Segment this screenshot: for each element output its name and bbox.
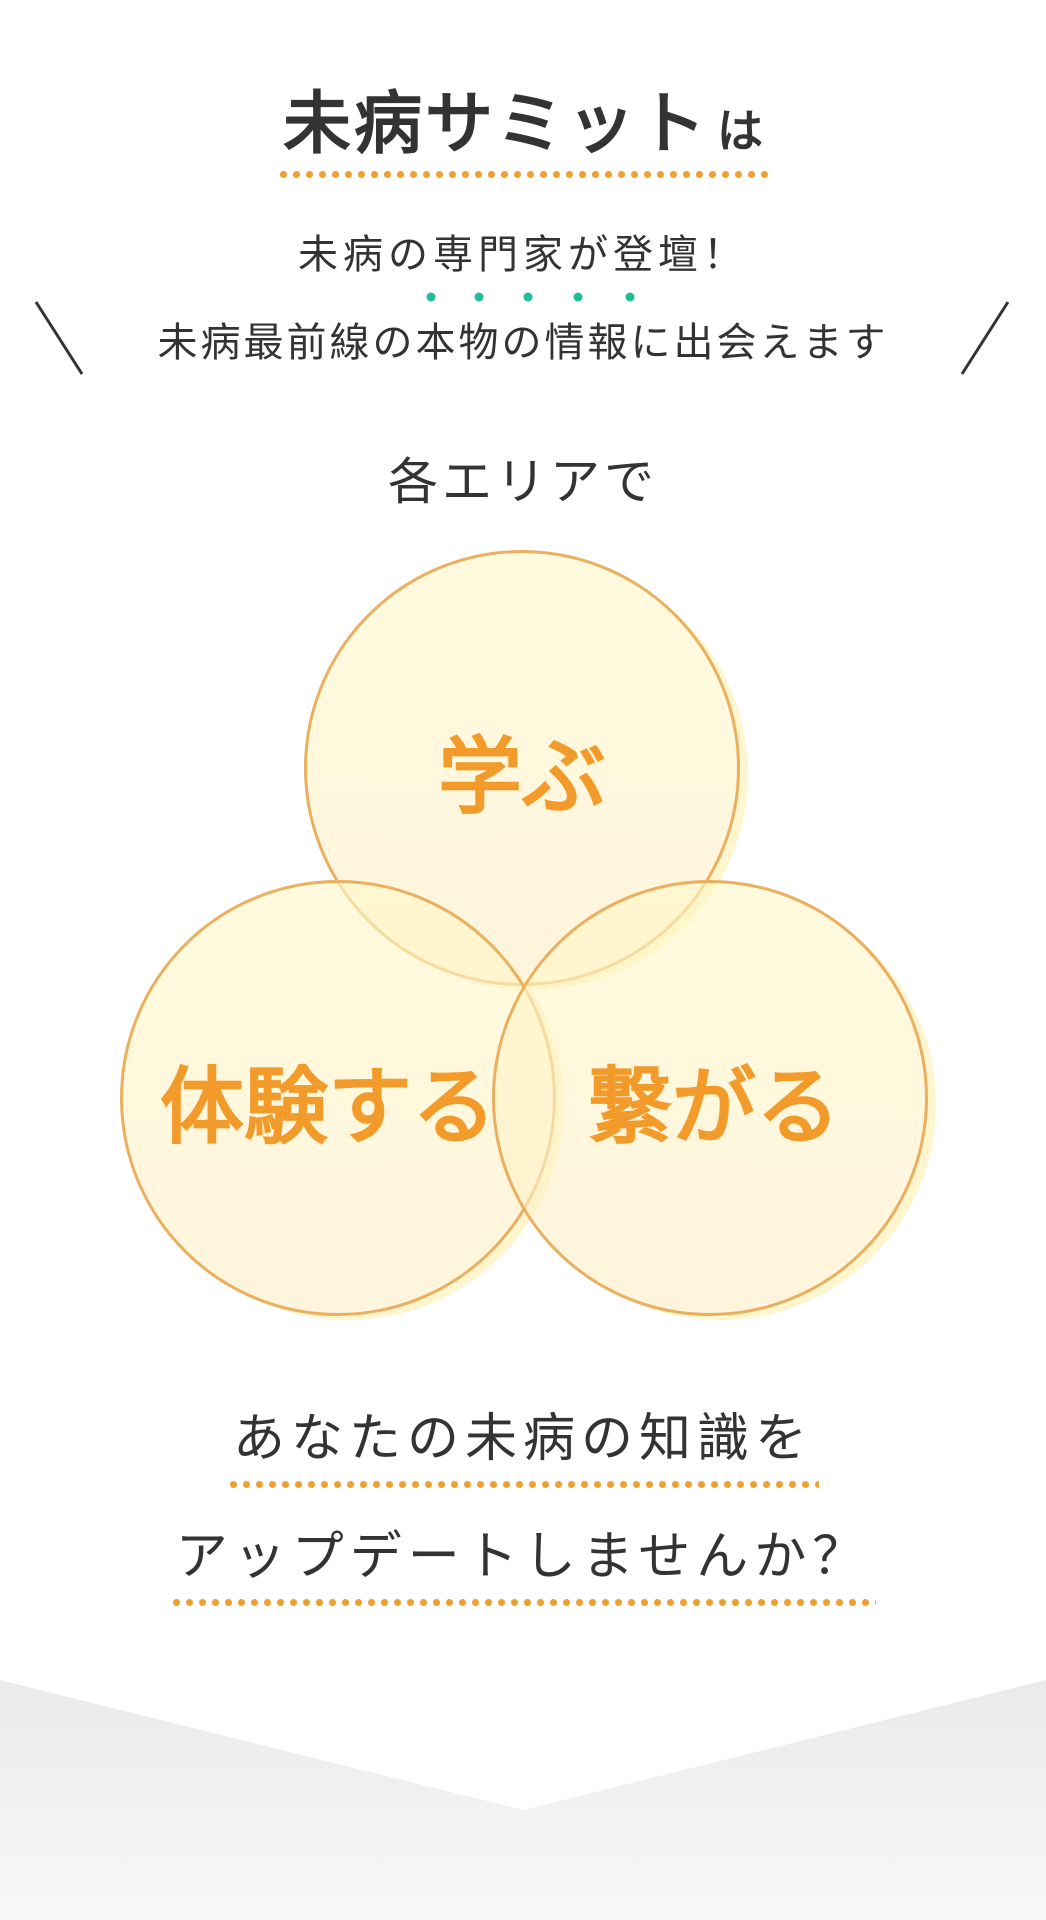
question-line-2-wrap: アップデートしませんか？: [0, 1514, 1046, 1607]
subtitle-line-1: 未病の専門家が登壇！: [298, 232, 748, 278]
page-title-suffix: は: [717, 104, 763, 158]
page-title: 未病サミットは: [276, 68, 769, 179]
left-slash-decoration: [34, 301, 84, 375]
page-title-main: 未病サミット: [282, 85, 709, 164]
subtitle-line-2: 未病最前線の本物の情報に出会えます: [157, 320, 889, 366]
right-slash-decoration: [960, 301, 1010, 375]
circle-experience: [120, 880, 556, 1316]
question-line-1-wrap: あなたの未病の知識を: [0, 1396, 1046, 1489]
circle-label-learn: 学ぶ: [437, 728, 606, 826]
bottom-chevron-decoration: [0, 1680, 1046, 1920]
question-line-2: アップデートしませんか？: [169, 1514, 877, 1607]
title-section: 未病サミットは: [0, 68, 1046, 179]
emphasis-dots: [426, 292, 635, 302]
circle-label-experience: 体験する: [159, 1058, 496, 1156]
circle-connect: [492, 880, 928, 1316]
venn-diagram: 学ぶ 体験する 繋がる: [110, 550, 950, 1330]
question-line-1: あなたの未病の知識を: [226, 1396, 819, 1489]
area-label: 各エリアで: [388, 453, 658, 511]
subtitle-line-2-section: 未病最前線の本物の情報に出会えます: [0, 292, 1046, 390]
circle-label-connect: 繋がる: [587, 1058, 840, 1156]
